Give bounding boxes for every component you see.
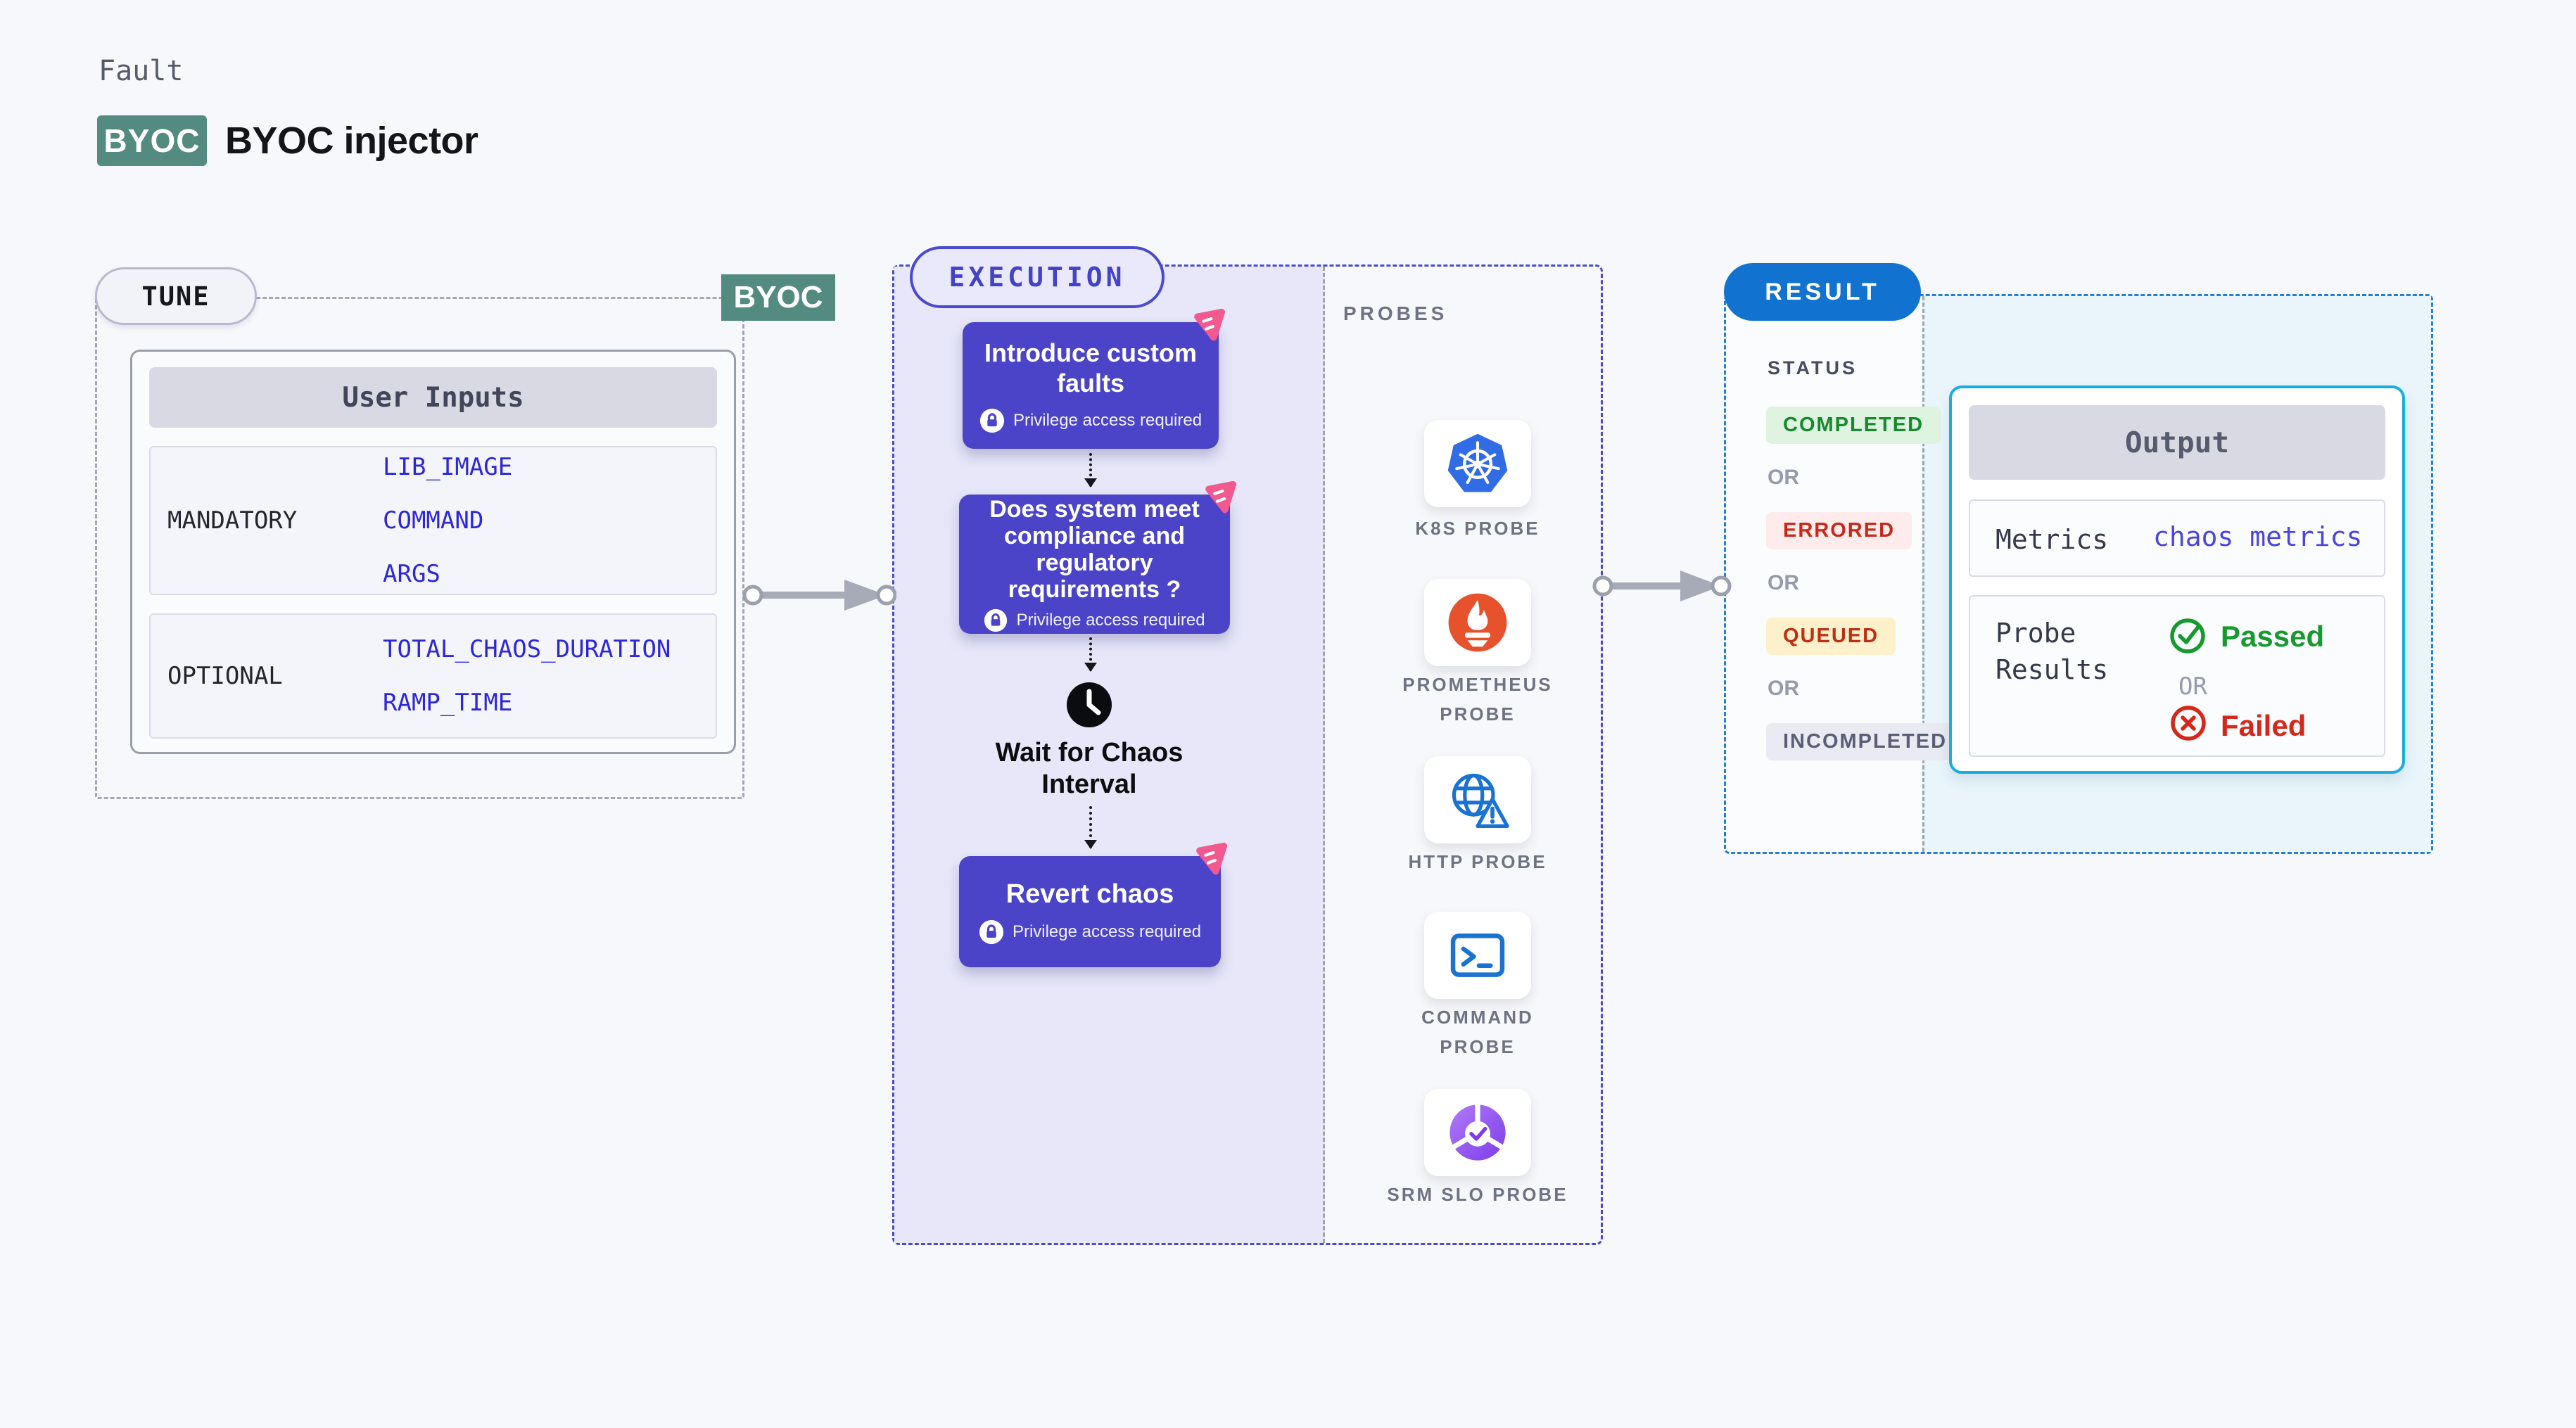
flow-connector	[1084, 806, 1097, 849]
metrics-row: Metrics chaos metrics	[1969, 499, 2385, 577]
chaos-spark-icon	[1205, 480, 1237, 514]
byoc-corner-badge: BYOC	[721, 274, 835, 321]
probe-label-prometheus: PROMETHEUS PROBE	[1402, 674, 1553, 725]
optional-value: TOTAL_CHAOS_DURATION	[383, 635, 671, 663]
terminal-icon	[1450, 933, 1505, 977]
flow-connector	[1084, 453, 1097, 487]
privilege-note: Privilege access required	[1012, 922, 1202, 941]
probe-results-label: Probe Results	[1996, 618, 2109, 685]
globe-alert-icon	[1452, 773, 1509, 828]
kubernetes-icon	[1447, 433, 1508, 492]
probe-label-command: COMMAND PROBE	[1421, 1007, 1534, 1057]
tune-pill: TUNE	[95, 267, 257, 325]
probe-results-row: Probe Results Passed OR Failed	[1969, 595, 2385, 757]
check-circle-icon	[2170, 618, 2205, 654]
result-pill: RESULT	[1724, 263, 1921, 321]
slo-gauge-icon	[1449, 1103, 1506, 1161]
probe-label-srm-slo: SRM SLO PROBE	[1387, 1184, 1568, 1205]
privilege-row: Privilege access required	[984, 608, 1205, 632]
metrics-label: Metrics	[1996, 524, 2109, 555]
step-compliance-check: Does system meet compliance and regulato…	[959, 480, 1237, 634]
probe-card-http	[1424, 756, 1531, 843]
user-inputs-header: User Inputs	[149, 367, 717, 428]
optional-row: OPTIONAL TOTAL_CHAOS_DURATION RAMP_TIME	[149, 613, 717, 739]
metrics-value: chaos metrics	[2153, 521, 2363, 552]
privilege-row: Privilege access required	[979, 919, 1201, 945]
output-card: Output Metrics chaos metrics Probe Resul…	[1949, 385, 2405, 774]
byoc-title-badge: BYOC	[97, 115, 207, 166]
status-title: STATUS	[1768, 357, 1858, 378]
privilege-note: Privilege access required	[1016, 611, 1205, 630]
mandatory-value: LIB_IMAGE	[383, 453, 513, 481]
status-badge-errored: ERRORED	[1766, 512, 1912, 549]
mandatory-label: MANDATORY	[167, 506, 298, 535]
wait-interval-label: Wait for Chaos Interval	[995, 738, 1184, 799]
status-badge-incompleted: INCOMPLETED	[1766, 723, 1965, 760]
clock-icon	[1067, 682, 1112, 727]
privilege-row: Privilege access required	[979, 408, 1202, 433]
mandatory-value: COMMAND	[383, 506, 484, 535]
optional-label: OPTIONAL	[167, 662, 283, 690]
user-inputs-card: User Inputs MANDATORY LIB_IMAGE COMMAND …	[130, 350, 736, 754]
optional-values: TOTAL_CHAOS_DURATION RAMP_TIME	[383, 615, 671, 737]
prometheus-icon	[1448, 593, 1507, 652]
fault-eyebrow: Fault	[99, 55, 184, 87]
tune-to-execution-arrow	[742, 580, 896, 611]
flow-connector	[1084, 637, 1097, 672]
mandatory-value: ARGS	[383, 560, 440, 588]
step-title: Introduce custom faults	[984, 338, 1198, 397]
probes-to-result-arrow	[1592, 570, 1732, 601]
chaos-spark-icon	[1196, 842, 1228, 875]
mandatory-values: LIB_IMAGE COMMAND ARGS	[383, 447, 512, 594]
lock-icon	[984, 608, 1008, 632]
chaos-spark-icon	[1194, 308, 1226, 341]
probe-card-k8s	[1424, 420, 1531, 507]
lock-icon	[979, 408, 1005, 433]
mandatory-row: MANDATORY LIB_IMAGE COMMAND ARGS	[149, 446, 717, 595]
step-revert-chaos: Revert chaos Privilege access required	[959, 842, 1228, 967]
status-or: OR	[1768, 677, 1799, 700]
passed-label: Passed	[2221, 620, 2325, 653]
optional-value: RAMP_TIME	[383, 689, 513, 717]
probe-label-k8s: K8S PROBE	[1415, 518, 1540, 539]
status-badge-queued: QUEUED	[1766, 618, 1896, 655]
probe-card-command	[1424, 912, 1531, 999]
probe-card-prometheus	[1424, 579, 1531, 666]
step-title: Does system meet compliance and regulato…	[989, 496, 1200, 603]
probes-section-label: PROBES	[1343, 302, 1448, 324]
page-title: BYOC injector	[225, 120, 478, 162]
output-or: OR	[2178, 672, 2207, 701]
execution-pill: EXECUTION	[910, 246, 1165, 308]
failed-label: Failed	[2221, 709, 2307, 742]
step-title: Revert chaos	[1005, 879, 1174, 909]
step-introduce-faults: Introduce custom faults Privilege access…	[963, 308, 1226, 449]
privilege-note: Privilege access required	[1013, 411, 1203, 430]
status-badge-completed: COMPLETED	[1766, 407, 1941, 444]
x-circle-icon	[2171, 706, 2206, 741]
probe-label-http: HTTP PROBE	[1408, 851, 1547, 872]
lock-icon	[979, 919, 1004, 944]
tune-section	[95, 297, 744, 799]
output-header: Output	[1969, 405, 2385, 480]
status-or: OR	[1768, 466, 1799, 489]
probe-card-srm-slo	[1424, 1089, 1531, 1176]
status-or: OR	[1768, 571, 1799, 594]
